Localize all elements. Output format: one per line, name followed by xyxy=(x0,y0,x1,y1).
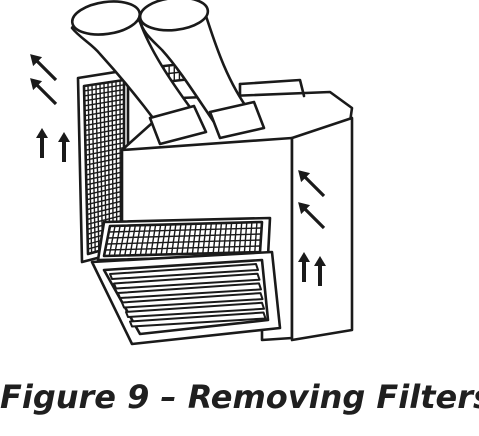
mesh-line xyxy=(150,224,157,255)
mesh-line xyxy=(83,79,125,87)
mesh-line xyxy=(124,225,131,256)
mesh-line xyxy=(85,142,125,151)
mesh-line xyxy=(84,117,125,127)
mesh-line xyxy=(84,84,125,92)
mesh-line xyxy=(86,180,125,191)
mesh-line xyxy=(243,222,248,253)
louvre-slat xyxy=(109,263,259,280)
mesh-line xyxy=(202,223,207,254)
mesh-line xyxy=(217,222,223,254)
louvre-slat xyxy=(125,301,265,318)
airflow-arrow-icon xyxy=(318,264,322,286)
mesh-line xyxy=(86,185,125,196)
mesh-line xyxy=(254,222,258,253)
mesh-line xyxy=(86,175,125,186)
louvre-slat xyxy=(113,272,261,290)
mesh-line xyxy=(228,222,233,253)
mesh-line xyxy=(222,222,228,254)
mesh-line xyxy=(186,223,192,254)
airflow-arrow-icon xyxy=(302,174,326,198)
airflow-arrow-icon xyxy=(298,252,310,262)
mesh-line xyxy=(86,195,125,206)
mesh-line xyxy=(84,98,125,107)
louvre-slat xyxy=(117,282,262,299)
mesh-line xyxy=(85,151,125,161)
airflow-arrow-icon xyxy=(302,260,306,282)
mesh-line xyxy=(160,224,167,255)
mesh-line xyxy=(134,225,142,256)
louvre-slat xyxy=(129,311,267,328)
figure-caption: Figure 9 – Removing Filters xyxy=(0,378,479,416)
airflow-arrow-icon xyxy=(58,132,70,142)
airflow-arrows-left xyxy=(30,54,70,162)
mesh-line xyxy=(85,161,125,171)
airflow-arrow-icon xyxy=(34,58,58,82)
mesh-line xyxy=(85,146,125,156)
mesh-line xyxy=(85,127,125,137)
mesh-line xyxy=(84,113,125,122)
mesh-line xyxy=(196,223,202,254)
mesh-line xyxy=(207,223,213,254)
mesh-line xyxy=(86,199,125,211)
front-filter xyxy=(96,216,272,262)
mesh-line xyxy=(86,204,125,216)
airflow-arrow-icon xyxy=(302,206,326,230)
airflow-arrow-icon xyxy=(298,170,311,183)
airflow-arrow-icon xyxy=(62,140,66,162)
mesh-line xyxy=(85,132,125,142)
mesh-line xyxy=(84,108,125,117)
mesh-line xyxy=(155,224,162,255)
mesh-line xyxy=(113,225,121,256)
airflow-arrow-icon xyxy=(34,82,58,106)
mesh-line xyxy=(139,224,147,256)
mesh-line xyxy=(84,88,125,97)
mesh-line xyxy=(108,227,262,233)
mesh-line xyxy=(86,170,125,181)
mesh-line xyxy=(106,239,261,245)
mesh-line xyxy=(84,93,125,102)
mesh-line xyxy=(248,222,253,253)
airflow-arrow-icon xyxy=(40,136,44,158)
mesh-line xyxy=(191,223,197,254)
mesh-line xyxy=(259,221,263,253)
mesh-line xyxy=(84,103,125,112)
mesh-line xyxy=(170,224,177,255)
mesh-line xyxy=(165,224,172,255)
mesh-line xyxy=(85,137,125,146)
airflow-arrow-icon xyxy=(314,256,326,266)
mesh-line xyxy=(103,225,111,257)
mesh-line xyxy=(108,225,116,257)
mesh-line xyxy=(87,209,125,221)
airflow-arrow-icon xyxy=(30,54,43,67)
mesh-line xyxy=(129,225,137,256)
mesh-line xyxy=(87,214,125,226)
mesh-line xyxy=(107,233,262,239)
airflow-arrow-icon xyxy=(30,78,43,91)
mesh-line xyxy=(181,223,187,255)
mesh-line xyxy=(176,224,182,255)
louvre-slat xyxy=(121,292,264,309)
mesh-line xyxy=(105,245,261,251)
mesh-line xyxy=(233,222,238,253)
front-grille xyxy=(90,250,282,346)
airflow-arrow-icon xyxy=(36,128,48,138)
mesh-line xyxy=(144,224,152,256)
mesh-line xyxy=(85,156,125,166)
mesh-line xyxy=(85,166,125,176)
mesh-line xyxy=(238,222,243,253)
mesh-line xyxy=(86,190,125,201)
mesh-line xyxy=(84,122,125,132)
mesh-line xyxy=(118,225,126,256)
portable-ac-filter-diagram xyxy=(30,0,354,346)
exhaust-hoses xyxy=(70,0,266,146)
airflow-arrows-right xyxy=(298,170,326,286)
airflow-arrow-icon xyxy=(298,202,311,215)
mesh-line xyxy=(212,223,218,254)
